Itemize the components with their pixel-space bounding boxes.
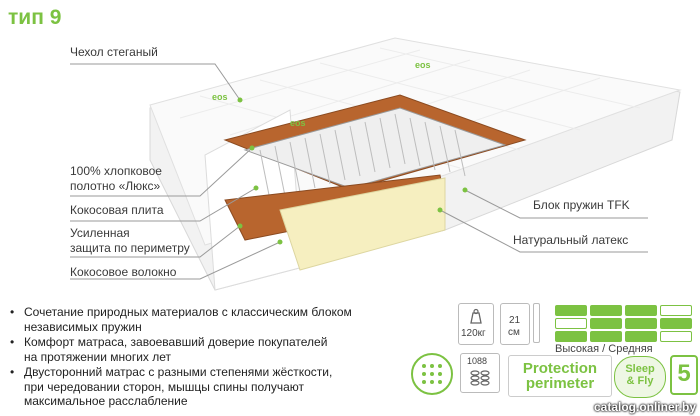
label-latex: Натуральный латекс <box>513 233 629 247</box>
feature-item: Комфорт матраса, завоевавший доверие пок… <box>10 335 355 364</box>
height-scale-icon <box>533 303 540 343</box>
label-coco-fiber: Кокосовое волокно <box>70 265 177 279</box>
feature-item: Двусторонний матрас с разными степенями … <box>10 365 355 409</box>
springs <box>259 113 466 201</box>
firmness-bar <box>590 318 622 329</box>
weight-badge: 120кг <box>458 303 494 345</box>
latex-layer <box>279 177 446 271</box>
feature-item: Сочетание природных материалов с классич… <box>10 305 355 334</box>
firmness-bar <box>555 305 587 316</box>
label-spring-block: Блок пружин TFK <box>533 198 630 212</box>
brand-logo: eos <box>415 60 431 70</box>
mattress-illustration <box>70 37 682 291</box>
brand-logo: eos <box>290 118 306 128</box>
features-list: Сочетание природных материалов с классич… <box>10 305 355 410</box>
weight-icon <box>470 308 482 324</box>
firmness-bar <box>555 331 587 342</box>
firmness-bar <box>625 331 657 342</box>
brand-logo: eos <box>212 92 228 102</box>
leader-lines <box>70 63 648 280</box>
label-reinforced-line2: защита по периметру <box>70 241 190 255</box>
spring-coil-icon <box>470 370 490 386</box>
firmness-bar <box>625 305 657 316</box>
firmness-bar <box>625 318 657 329</box>
warranty-years-badge: 5 <box>670 355 698 395</box>
label-cotton-line1: 100% хлопковое <box>70 164 162 178</box>
firmness-bar <box>660 305 692 316</box>
page-title: тип 9 <box>8 6 62 29</box>
height-badge: 21 см <box>500 303 530 345</box>
firmness-bar <box>660 318 692 329</box>
label-coco-plate: Кокосовая плита <box>70 203 164 217</box>
firmness-bar <box>590 331 622 342</box>
leader-dots <box>237 97 468 245</box>
firmness-bar <box>660 331 692 342</box>
firmness-label: Высокая / Средняя <box>555 343 653 355</box>
label-reinforced-line1: Усиленная <box>70 226 130 240</box>
watermark: catalog.onliner.by <box>593 400 696 414</box>
label-cover: Чехол стеганый <box>70 45 158 59</box>
firmness-bar <box>555 318 587 329</box>
firmness-bar <box>590 305 622 316</box>
springs-pattern-icon <box>411 353 453 395</box>
firmness-scale <box>550 305 700 342</box>
label-cotton-line2: полотно «Люкс» <box>70 179 161 193</box>
spring-count-badge: 1088 <box>460 353 500 393</box>
sleep-fly-badge: Sleep & Fly <box>614 356 666 398</box>
protection-perimeter-badge: Protection perimeter <box>508 355 612 397</box>
